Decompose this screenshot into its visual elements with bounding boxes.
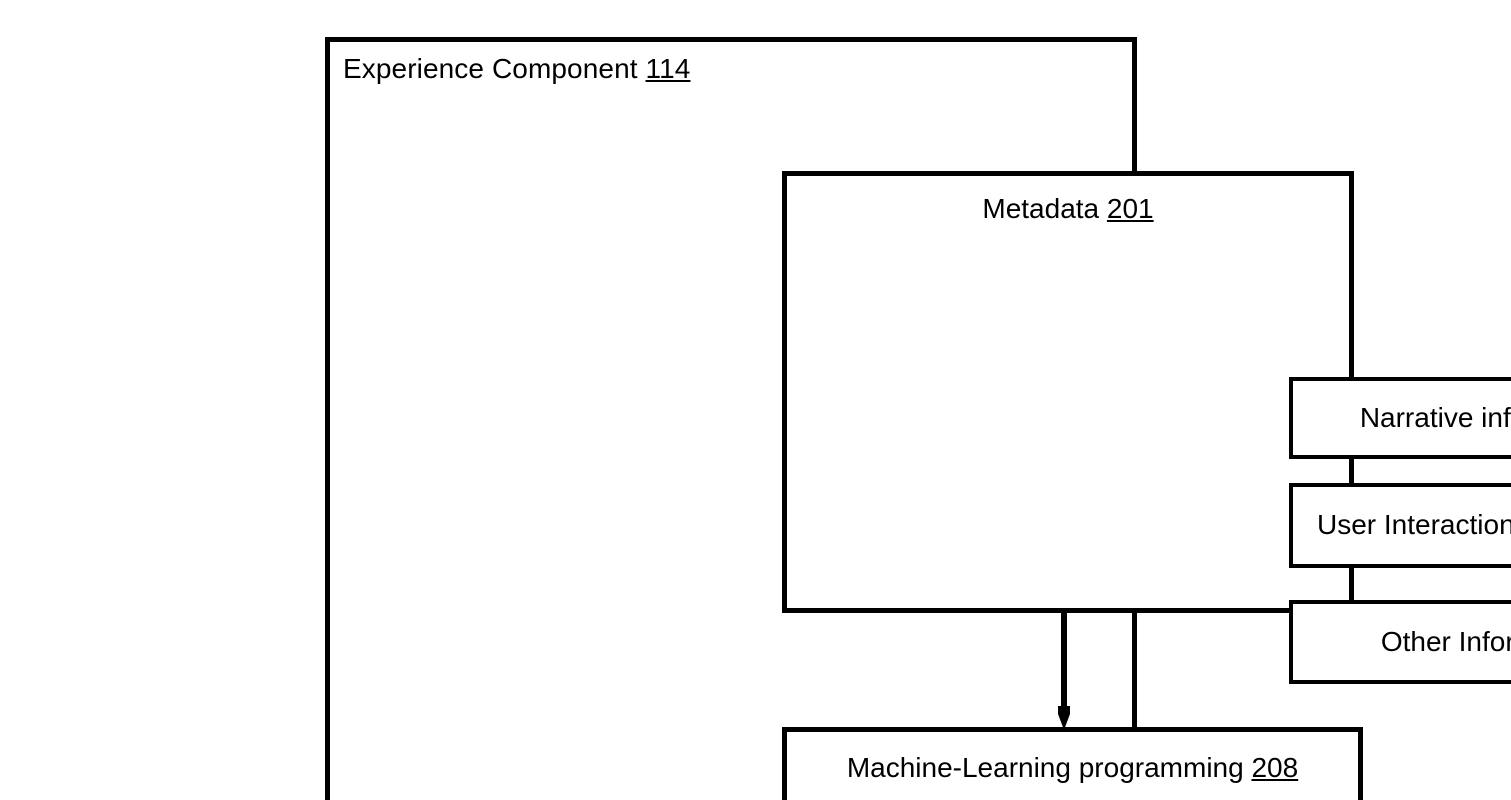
- metadata-title: Metadata 201: [787, 192, 1349, 226]
- user-interaction-information-box: User Interaction Information 204: [1289, 483, 1511, 568]
- arrow-down-icon: [1058, 610, 1070, 730]
- metadata-container: Metadata 201 Narrative information 202 U…: [782, 171, 1511, 684]
- narrative-information-box: Narrative information 202: [1289, 377, 1511, 459]
- machine-learning-programming-box: Machine-Learning programming 208: [782, 727, 1363, 800]
- user-interaction-information-text: User Interaction Information 204: [1317, 507, 1511, 544]
- experience-component-container: Experience Component 114 Metadata 201 Na…: [325, 37, 1511, 800]
- other-information-label: Other Information: [1380, 625, 1511, 657]
- other-information-text: Other Information 206: [1381, 624, 1511, 661]
- experience-component-ref: 114: [645, 53, 691, 84]
- metadata-ref: 201: [1106, 193, 1154, 224]
- machine-learning-programming-text: Machine-Learning programming 208: [847, 750, 1298, 785]
- machine-learning-programming-ref: 208: [1251, 752, 1299, 783]
- experience-component-label: Experience Component: [343, 53, 638, 84]
- metadata-label: Metadata: [982, 193, 1100, 224]
- other-information-box: Other Information 206: [1289, 600, 1511, 684]
- narrative-information-label: Narrative information: [1359, 401, 1511, 433]
- machine-learning-programming-label: Machine-Learning programming: [846, 752, 1244, 783]
- user-interaction-information-label: User Interaction Information: [1317, 509, 1511, 541]
- experience-component-title: Experience Component 114: [343, 52, 690, 86]
- narrative-information-text: Narrative information 202: [1360, 400, 1511, 437]
